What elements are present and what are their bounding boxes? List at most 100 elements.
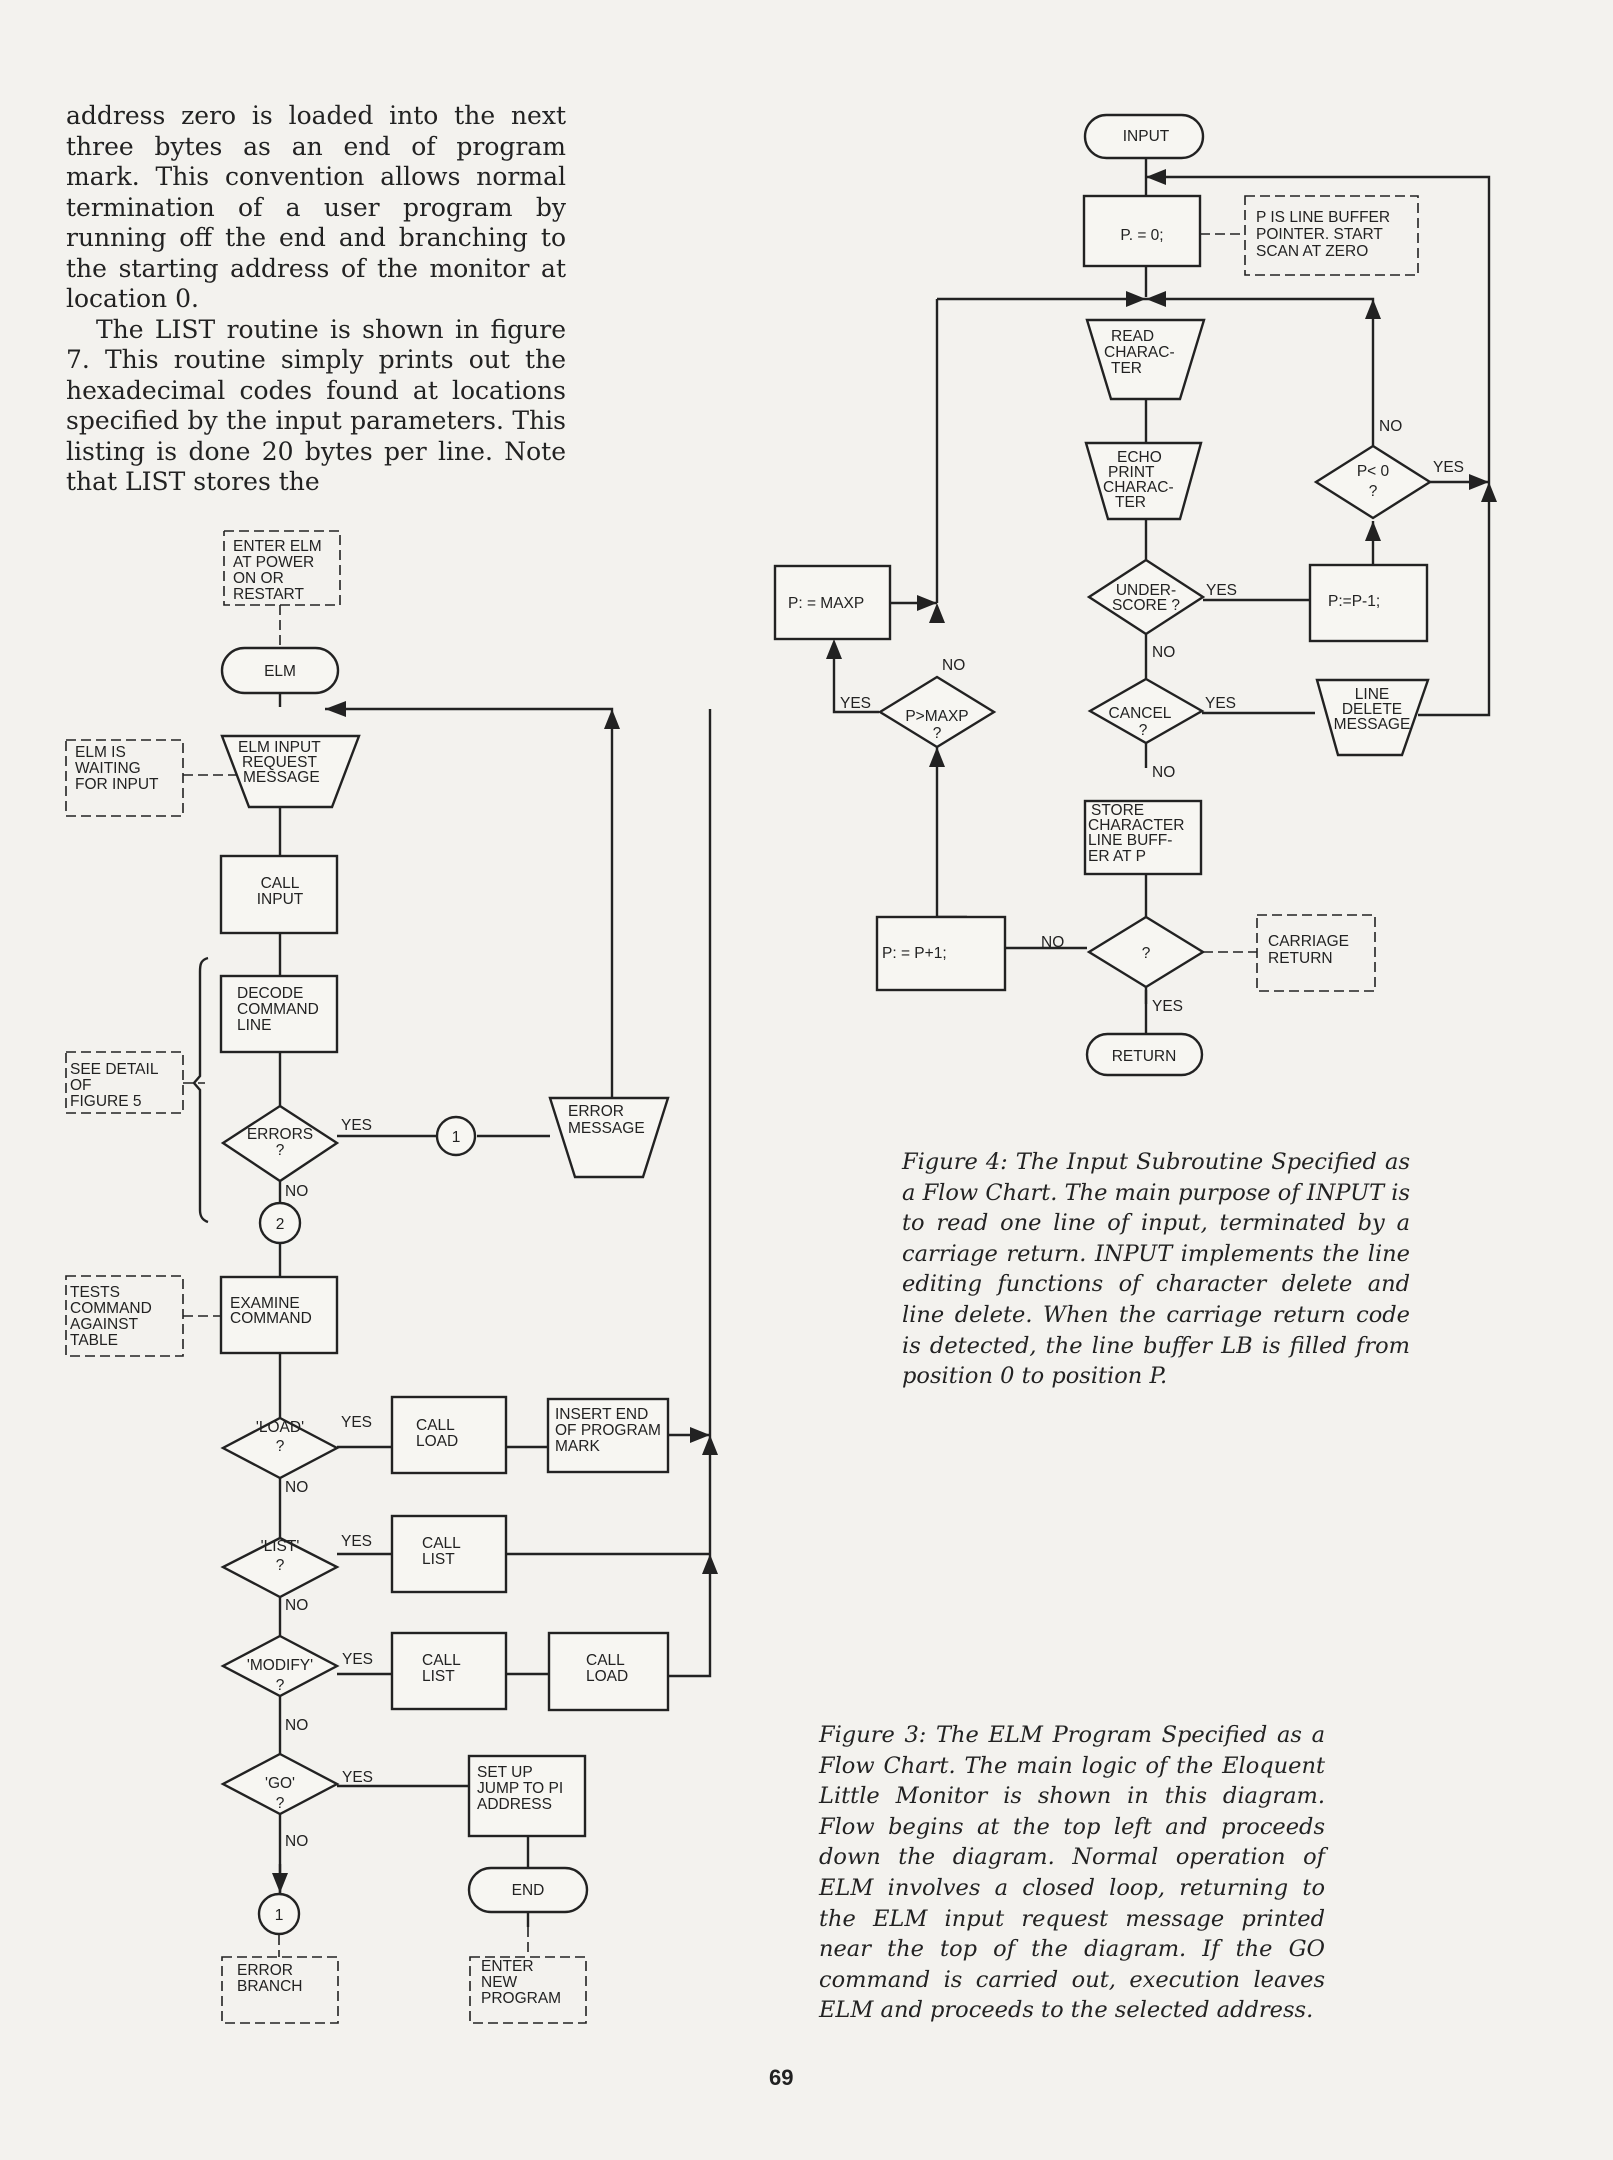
connector-1-circle (435, 1115, 477, 1157)
enter-note-line-1: ENTER ELM (233, 538, 322, 555)
load-decision (220, 1416, 340, 1480)
figure-4-flowchart: INPUT P. = 0; P IS LINE BUFFER POINTER. … (773, 113, 1497, 1077)
arrowhead (325, 701, 346, 717)
arrowhead (702, 1435, 718, 1455)
underscore-no-label: NO (1152, 644, 1175, 661)
modify-yes-label: YES (342, 1651, 373, 1668)
set-up-jump-line-2: JUMP TO PI (477, 1780, 563, 1797)
go-q-line-1: 'GO' (265, 1775, 295, 1792)
line-delete-shape (1315, 678, 1430, 757)
call-input-line-1: CALL (261, 875, 300, 892)
enter-new-note-box (469, 1927, 587, 2024)
pgtmaxp-line-1: P>MAXP (905, 708, 968, 725)
waiting-note-line-2: WAITING (75, 760, 141, 777)
waiting-note-box (65, 739, 243, 817)
p-maxp-label: P: = MAXP (788, 595, 864, 612)
line-delete-line-1: LINE (1355, 686, 1389, 703)
enter-note-line-4: RESTART (233, 586, 304, 603)
arrowhead (690, 1427, 710, 1443)
list-q-line-2: ? (276, 1557, 285, 1574)
load-no-label: NO (285, 1479, 308, 1496)
detail-note-line-2: OF (70, 1077, 92, 1094)
return-terminal (1085, 1032, 1204, 1077)
enter-new-line-1: ENTER (481, 1958, 534, 1975)
arrowhead (1365, 521, 1381, 541)
p-lt-0-line-2: ? (1369, 483, 1378, 500)
input-label: INPUT (1123, 128, 1170, 145)
underscore-line-2: SCORE ? (1112, 597, 1180, 614)
go-q-line-2: ? (276, 1795, 285, 1812)
p-inc-box (875, 915, 1007, 992)
echo-line-2: PRINT (1108, 464, 1155, 481)
load-q-line-2: ? (276, 1438, 285, 1455)
figure-3-flowchart: ENTER ELM AT POWER ON OR RESTART ELM ELM… (65, 530, 718, 2024)
examine-box (219, 1275, 339, 1355)
main-return-line (668, 709, 712, 1678)
cr-yes-label: YES (1152, 998, 1183, 1015)
connector-1-label: 1 (452, 1129, 461, 1146)
store-char-line-2: CHARACTER (1088, 817, 1184, 834)
p-lt-0-no-label: NO (1379, 418, 1402, 435)
cr-note-line-2: RETURN (1268, 950, 1333, 967)
call-load-2-line-1: CALL (586, 1652, 625, 1669)
errors-yes-label: YES (341, 1117, 372, 1134)
modify-q-line-2: ? (276, 1677, 285, 1694)
p-zero-label: P. = 0; (1120, 227, 1163, 244)
detail-note-line-3: FIGURE 5 (70, 1093, 141, 1110)
p-note-line-1: P IS LINE BUFFER (1256, 209, 1390, 226)
enter-new-line-2: NEW (481, 1974, 518, 1991)
arrowhead (929, 603, 945, 623)
error-msg-line-1: ERROR (568, 1103, 624, 1120)
tests-note-line-1: TESTS (70, 1284, 120, 1301)
read-char-line-3: TER (1111, 360, 1142, 377)
enter-new-line-3: PROGRAM (481, 1990, 561, 2007)
call-input-line-2: INPUT (257, 891, 304, 908)
go-decision (220, 1752, 340, 1816)
cr-note-box (1203, 914, 1376, 992)
request-msg-line-3: MESSAGE (243, 769, 320, 786)
underscore-line-1: UNDER- (1116, 582, 1176, 599)
p-inc-label: P: = P+1; (882, 945, 947, 962)
connector-1b-circle (257, 1892, 301, 1936)
enter-note-box (223, 530, 341, 606)
go-yes-label: YES (342, 1769, 373, 1786)
pgtmaxp-line-2: ? (933, 725, 942, 742)
errors-decision (220, 1104, 340, 1183)
error-message-shape (548, 1096, 670, 1179)
store-char-line-1: STORE (1091, 802, 1144, 819)
cancel-line-2: ? (1139, 722, 1148, 739)
insert-end-line-2: OF PROGRAM (555, 1422, 661, 1439)
input-terminal (1083, 113, 1205, 160)
call-load-2-line-2: LOAD (586, 1668, 628, 1685)
set-up-jump-line-3: ADDRESS (477, 1796, 552, 1813)
arrowhead (917, 595, 937, 611)
return-label: RETURN (1112, 1048, 1177, 1065)
call-input-box (219, 854, 339, 935)
load-q-line-1: 'LOAD' (256, 1419, 304, 1436)
tests-note-line-4: TABLE (70, 1332, 118, 1349)
modify-decision (220, 1634, 340, 1698)
line-delete-line-3: MESSAGE (1334, 716, 1411, 733)
arrowhead (1146, 291, 1166, 307)
set-up-jump-line-1: SET UP (477, 1764, 533, 1781)
request-msg-line-1: ELM INPUT (238, 739, 321, 756)
errors-line-1: ERRORS (247, 1126, 313, 1143)
connector-2-label: 2 (276, 1216, 285, 1233)
arrowhead (1481, 482, 1497, 502)
call-load-box (390, 1395, 508, 1475)
detail-note-box (65, 1051, 205, 1114)
read-char-line-1: READ (1111, 328, 1154, 345)
call-list-2-line-1: CALL (422, 1652, 461, 1669)
decode-line-2: COMMAND (237, 1001, 319, 1018)
error-msg-line-2: MESSAGE (568, 1120, 645, 1137)
modify-no-label: NO (285, 1717, 308, 1734)
errors-line-2: ? (276, 1142, 285, 1159)
tests-note-line-3: AGAINST (70, 1316, 139, 1333)
echo-line-1: ECHO (1117, 449, 1162, 466)
modify-q-line-1: 'MODIFY' (247, 1657, 313, 1674)
body-paragraph-2: The LIST routine is shown in figure 7. T… (66, 314, 566, 497)
pgtmaxp-no-label: NO (942, 657, 965, 674)
arrowhead (1469, 474, 1489, 490)
p-zero-box (1082, 194, 1202, 268)
